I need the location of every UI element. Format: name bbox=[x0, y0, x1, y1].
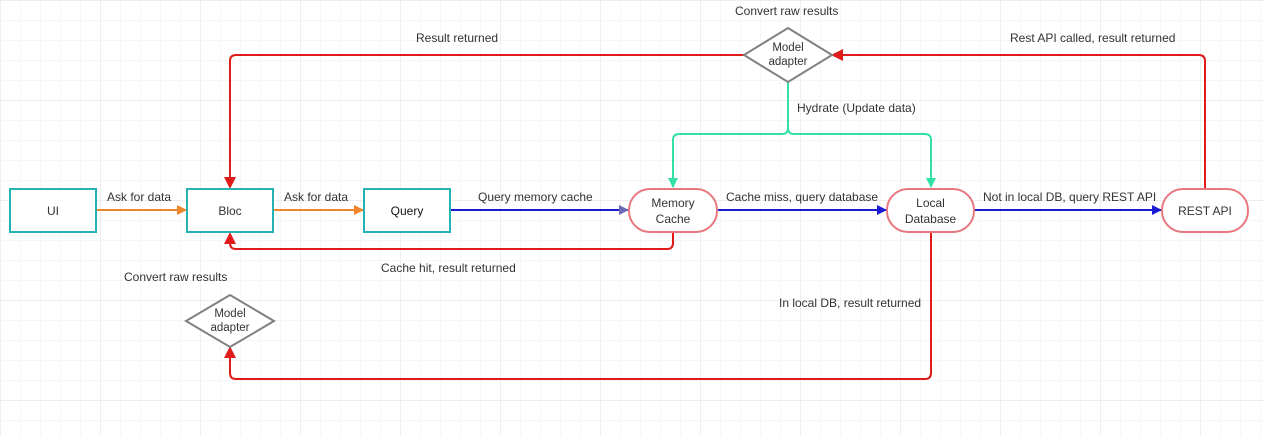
label-not-in-local-db: Not in local DB, query REST API bbox=[983, 190, 1157, 204]
node-bloc-label: Bloc bbox=[218, 203, 242, 218]
label-convert-raw-top: Convert raw results bbox=[735, 4, 839, 18]
label-ask-for-data-1: Ask for data bbox=[107, 190, 172, 204]
node-ui-label: UI bbox=[47, 203, 59, 218]
node-memory-cache: Memory Cache bbox=[628, 188, 718, 233]
edge-adapter-to-bloc-return bbox=[224, 54, 744, 189]
node-ui: UI bbox=[9, 188, 97, 233]
label-cache-miss: Cache miss, query database bbox=[726, 190, 879, 204]
node-local-database-label: Local Database bbox=[904, 195, 957, 226]
node-query-label: Query bbox=[390, 203, 424, 218]
model-adapter-bottom-shape bbox=[184, 293, 276, 349]
label-query-memory-cache: Query memory cache bbox=[478, 190, 593, 204]
model-adapter-bottom-label: Model adapter bbox=[210, 308, 250, 334]
edge-hydrate-memory-cache bbox=[668, 82, 789, 188]
edge-hydrate-local-db bbox=[787, 127, 936, 188]
model-adapter-top-shape bbox=[742, 26, 834, 84]
node-query: Query bbox=[363, 188, 451, 233]
label-in-local-db: In local DB, result returned bbox=[779, 296, 922, 310]
label-result-returned: Result returned bbox=[416, 31, 499, 45]
node-local-database: Local Database bbox=[886, 188, 975, 233]
edge-rest-api-return bbox=[831, 49, 1206, 188]
edge-cache-hit-return bbox=[224, 232, 674, 250]
edge-local-db-return bbox=[224, 232, 932, 380]
node-rest-api-label: REST API bbox=[1178, 203, 1232, 218]
node-rest-api: REST API bbox=[1161, 188, 1249, 233]
node-memory-cache-label: Memory Cache bbox=[651, 195, 695, 226]
label-rest-api-called: Rest API called, result returned bbox=[1010, 31, 1176, 45]
label-ask-for-data-2: Ask for data bbox=[284, 190, 349, 204]
model-adapter-top-label: Model adapter bbox=[768, 42, 808, 68]
label-cache-hit: Cache hit, result returned bbox=[381, 261, 516, 275]
label-convert-raw-bottom: Convert raw results bbox=[124, 270, 228, 284]
node-bloc: Bloc bbox=[186, 188, 274, 233]
label-hydrate: Hydrate (Update data) bbox=[797, 101, 916, 115]
